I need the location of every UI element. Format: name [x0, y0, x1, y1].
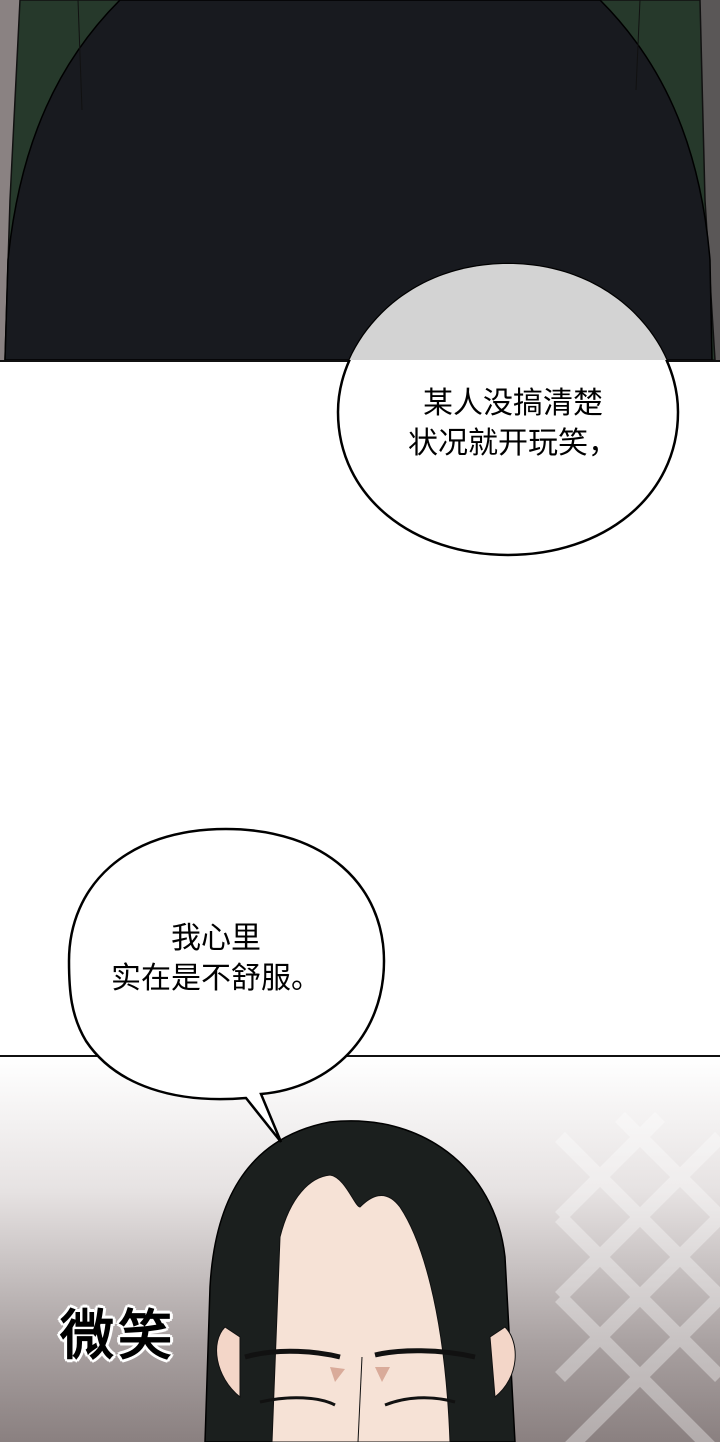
bubble-2-shape	[67, 827, 386, 1143]
panel-top-back-of-head	[0, 0, 720, 362]
panel-bottom-smiling-character: 微笑	[0, 1055, 720, 1442]
character-illustration	[204, 1112, 720, 1442]
bubble-1-shape	[336, 262, 680, 557]
bubble-2-text: 我心里 实在是不舒服。	[111, 921, 321, 996]
bubble-1-text: 某人没搞清楚 状况就开玩笑，	[408, 386, 618, 461]
sfx-smile-text: 微笑	[60, 1304, 176, 1367]
lattice-window	[555, 1112, 720, 1442]
speech-bubble-2: 我心里 实在是不舒服。	[66, 826, 386, 1146]
speech-bubble-1: 某人没搞清楚 状况就开玩笑，	[333, 262, 683, 558]
